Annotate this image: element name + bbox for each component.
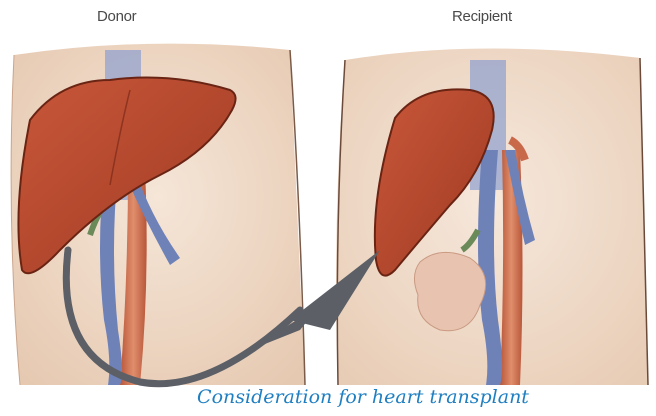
transplant-illustration — [0, 0, 656, 390]
caption: Consideration for heart transplant — [0, 386, 656, 408]
